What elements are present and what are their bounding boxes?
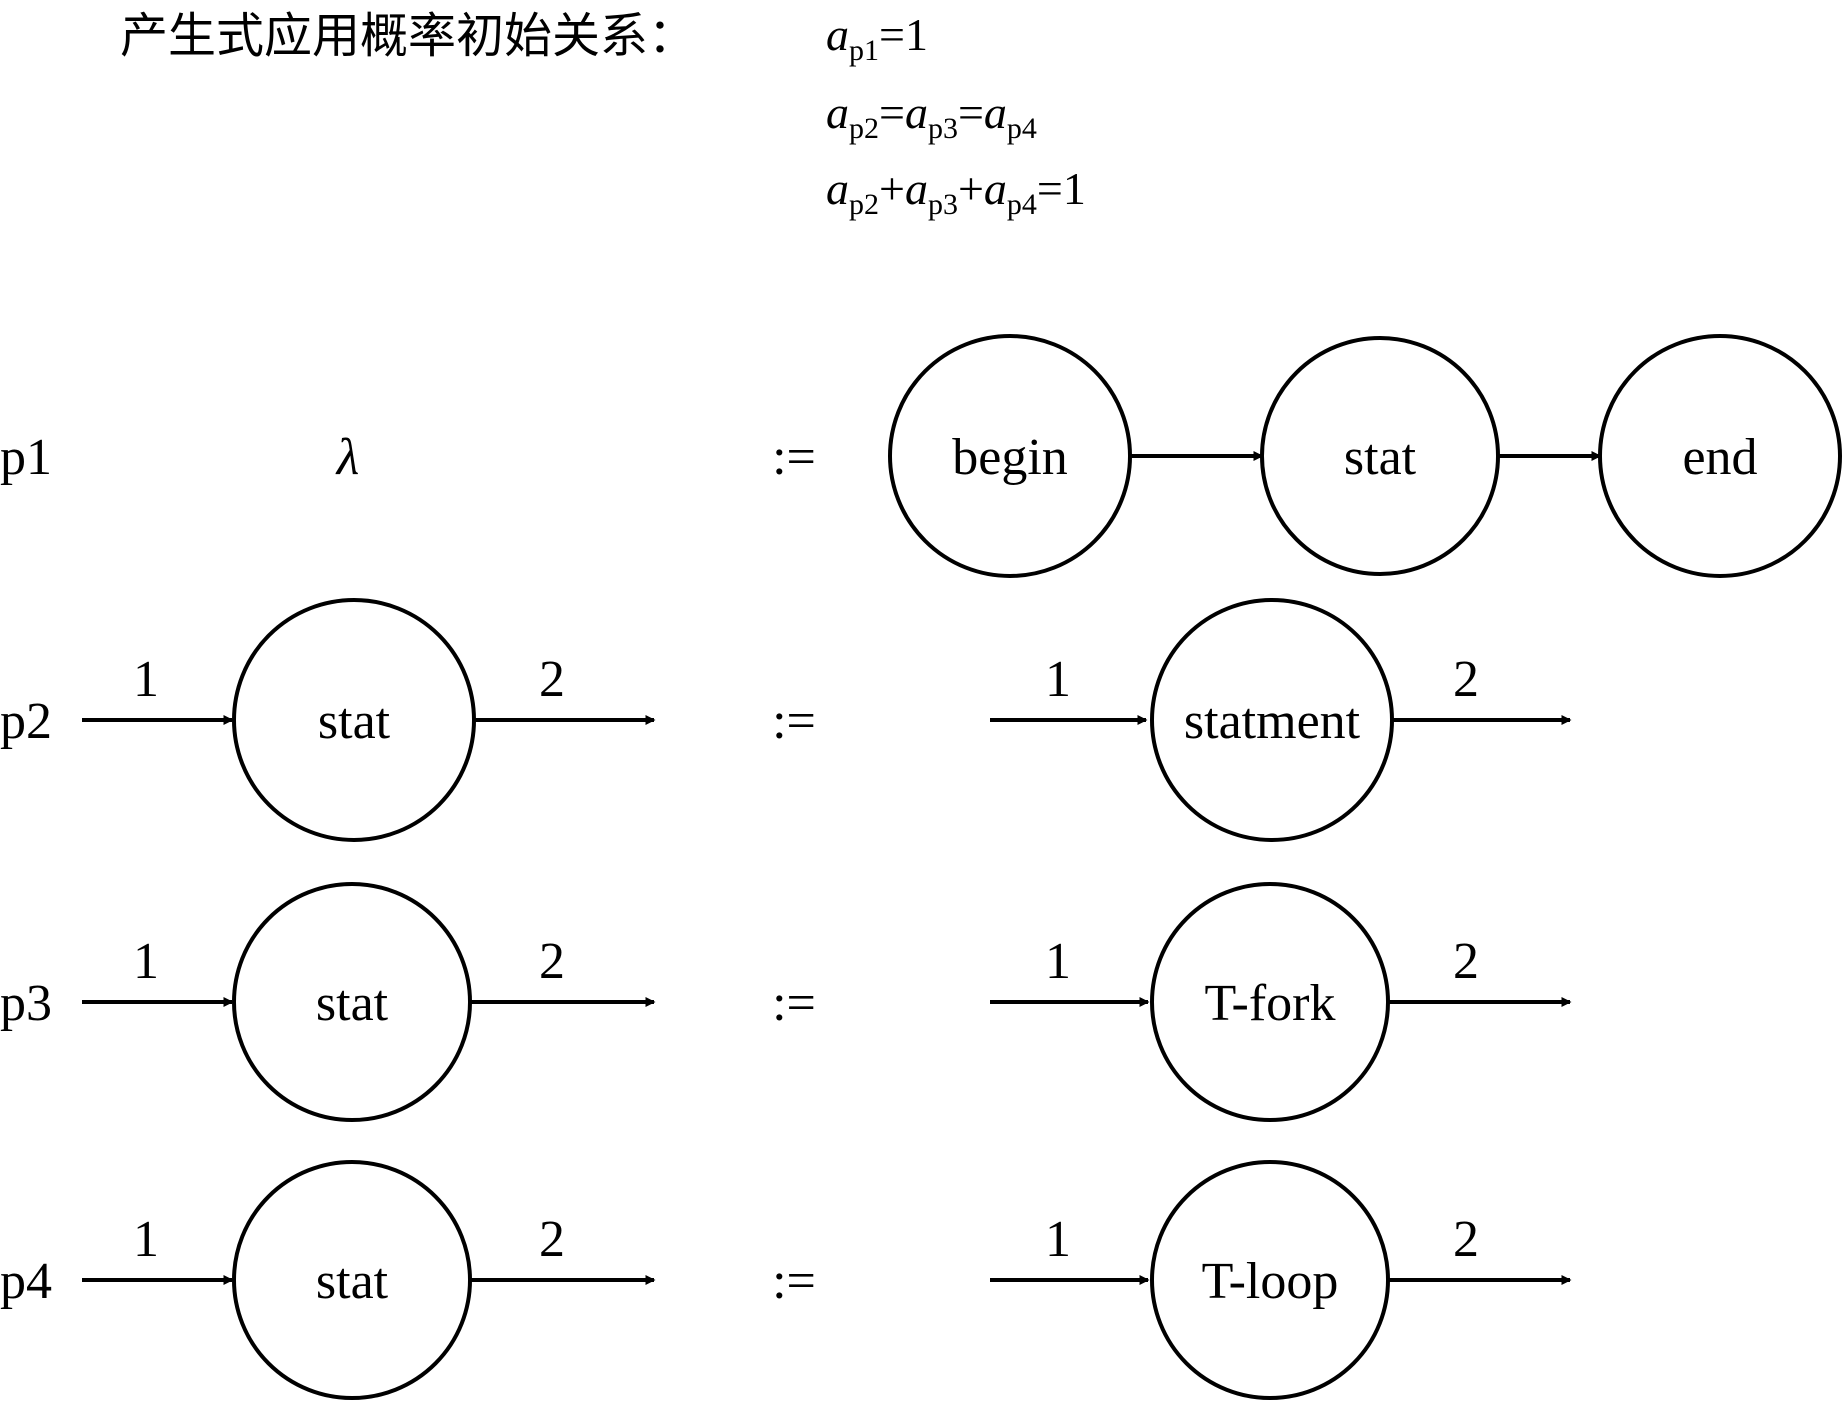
input-port-label: 1 bbox=[1045, 1211, 1071, 1268]
define-operator: := bbox=[772, 1253, 816, 1310]
node-label: T-loop bbox=[1202, 1253, 1339, 1310]
node-label: statment bbox=[1184, 693, 1361, 750]
input-port-label: 1 bbox=[1045, 651, 1071, 708]
node-label: stat bbox=[316, 1253, 389, 1310]
output-port-label: 2 bbox=[539, 651, 565, 708]
node-label: T-fork bbox=[1205, 975, 1336, 1032]
define-operator: := bbox=[772, 693, 816, 750]
output-port-label: 2 bbox=[1453, 933, 1479, 990]
production-p1: p1 λ := begin stat end bbox=[0, 334, 1842, 578]
input-port-label: 1 bbox=[133, 651, 159, 708]
output-port-label: 2 bbox=[539, 933, 565, 990]
production-p2: p2 1 stat 2 := 1 statment 2 bbox=[0, 598, 1572, 842]
production-label: p2 bbox=[0, 693, 52, 750]
output-port-label: 2 bbox=[1453, 1211, 1479, 1268]
node-label: stat bbox=[318, 693, 391, 750]
define-operator: := bbox=[772, 429, 816, 486]
production-label: p3 bbox=[0, 975, 52, 1032]
node-label: stat bbox=[1344, 429, 1417, 486]
production-p4: p4 1 stat 2 := 1 T-loop 2 bbox=[0, 1160, 1572, 1400]
input-port-label: 1 bbox=[1045, 933, 1071, 990]
define-operator: := bbox=[772, 975, 816, 1032]
node-label: stat bbox=[316, 975, 389, 1032]
production-p3: p3 1 stat 2 := 1 T-fork 2 bbox=[0, 882, 1572, 1122]
output-port-label: 2 bbox=[1453, 651, 1479, 708]
equation-2: ap2=ap3=ap4 bbox=[826, 87, 1037, 145]
production-label: p4 bbox=[0, 1253, 52, 1310]
header: 产生式应用概率初始关系： ap1=1 ap2=ap3=ap4 ap2+ap3+a… bbox=[120, 9, 1086, 221]
output-port-label: 2 bbox=[539, 1211, 565, 1268]
equation-3: ap2+ap3+ap4=1 bbox=[826, 163, 1086, 221]
equation-1: ap1=1 bbox=[826, 9, 928, 67]
input-port-label: 1 bbox=[133, 1211, 159, 1268]
node-end bbox=[1598, 334, 1842, 578]
lambda-symbol: λ bbox=[335, 429, 360, 486]
header-title: 产生式应用概率初始关系： bbox=[120, 10, 696, 63]
input-port-label: 1 bbox=[133, 933, 159, 990]
node-label: begin bbox=[952, 429, 1068, 486]
node-label: end bbox=[1682, 429, 1757, 486]
production-label: p1 bbox=[0, 429, 52, 486]
